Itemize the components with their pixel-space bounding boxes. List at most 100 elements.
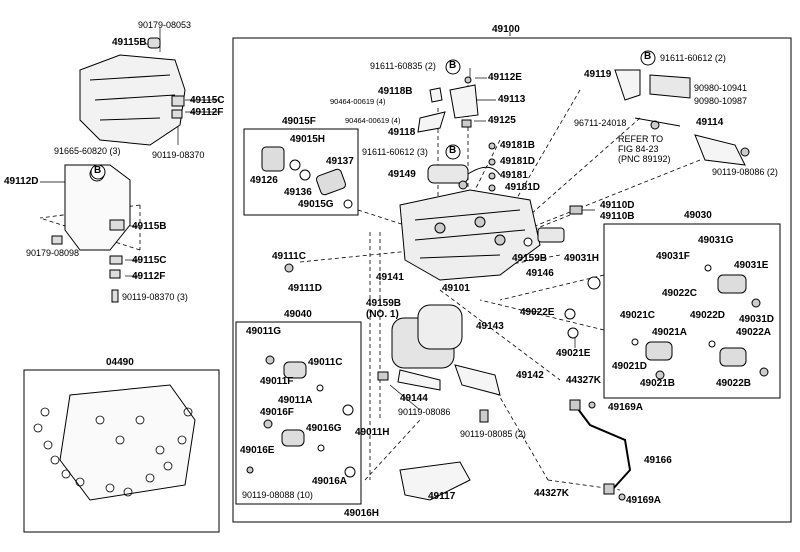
label-49015H: 49015H (290, 134, 326, 145)
label-49115C-top: 49115C (190, 95, 225, 106)
label-49011A: 49011A (278, 395, 313, 406)
label-49031H: 49031H (564, 253, 600, 264)
label-49016A: 49016A (312, 476, 348, 487)
label-49126: 49126 (250, 175, 278, 186)
housing-upper (79, 54, 186, 146)
label-49181: 49181 (500, 170, 528, 181)
label-49159B: 49159B (512, 253, 548, 264)
label-49112E: 49112E (488, 72, 522, 83)
label-49011H: 49011H (355, 427, 390, 438)
label-49119: 49119 (584, 69, 612, 80)
label-49022E: 49022E (520, 307, 555, 318)
callout-b-4: B (644, 51, 652, 62)
label-49022A: 49022A (736, 327, 772, 338)
label-49031G: 49031G (698, 235, 734, 246)
label-49110B: 49110B (600, 211, 635, 222)
label-49181B: 49181B (500, 140, 536, 151)
label-49031D: 49031D (739, 314, 775, 325)
label-90119-08088-10: 90119-08088 (10) (242, 490, 313, 500)
callout-b-3: B (449, 145, 457, 156)
label-49113: 49113 (498, 94, 526, 105)
label-49136: 49136 (284, 187, 312, 198)
label-49166: 49166 (644, 455, 672, 466)
label-49021A: 49021A (652, 327, 688, 338)
label-49159B-no1: 49159B (366, 298, 402, 309)
label-49021D: 49021D (612, 361, 648, 372)
label-49144: 49144 (400, 393, 428, 404)
label-49022B: 49022B (716, 378, 752, 389)
label-49031F: 49031F (656, 251, 690, 262)
label-49141: 49141 (376, 272, 404, 283)
label-49021E: 49021E (556, 348, 591, 359)
label-49011G: 49011G (246, 326, 282, 337)
label-49111D: 49111D (288, 283, 322, 294)
label-90980-10987: 90980-10987 (694, 96, 748, 106)
main-assembly-frame (232, 37, 792, 523)
label-no1: (NO. 1) (366, 309, 399, 320)
label-91611-60835: 91611-60835 (2) (370, 61, 436, 71)
refer-line1: REFER TO (618, 134, 664, 144)
label-90119-08370: 90119-08370 (152, 150, 205, 160)
label-49117: 49117 (428, 491, 456, 502)
label-49100: 49100 (492, 24, 520, 35)
label-90119-08370-3: 90119-08370 (3) (122, 292, 188, 302)
label-49021B: 49021B (640, 378, 676, 389)
box-04490 (23, 369, 220, 533)
label-49111C: 49111C (272, 251, 306, 262)
label-49022D: 49022D (690, 310, 726, 321)
label-04490: 04490 (106, 357, 134, 368)
label-49011F: 49011F (260, 376, 294, 387)
label-49015G: 49015G (298, 199, 334, 210)
label-49143: 49143 (476, 321, 504, 332)
label-90179-08053: 90179-08053 (138, 20, 192, 30)
label-49169A-top: 49169A (608, 402, 644, 413)
label-91611-60612-3: 91611-60612 (3) (362, 147, 428, 157)
label-49022C: 49022C (662, 288, 698, 299)
refer-line2: FIG 84-23 (618, 144, 659, 154)
label-49125: 49125 (488, 115, 516, 126)
label-44327K-top: 44327K (566, 375, 602, 386)
callout-b-1: B (94, 165, 102, 176)
label-49142: 49142 (516, 370, 544, 381)
label-49181D: 49181D (500, 156, 536, 167)
label-49146: 49146 (526, 268, 554, 279)
label-49181D-2: 49181D (505, 182, 541, 193)
label-49016F: 49016F (260, 407, 294, 418)
label-49137: 49137 (326, 156, 354, 167)
label-49115C-mid: 49115C (132, 255, 167, 266)
label-90464-top: 90464-00619 (4) (330, 97, 386, 106)
box-49015F (243, 128, 359, 216)
label-90119-08086-2: 90119-08086 (2) (712, 167, 778, 177)
label-91665-60820: 91665-60820 (3) (54, 146, 121, 156)
box-49040 (235, 321, 362, 505)
label-49030: 49030 (684, 210, 712, 221)
label-49112F-top: 49112F (190, 107, 224, 118)
label-49115B-mid: 49115B (132, 221, 167, 232)
label-49149: 49149 (388, 169, 416, 180)
label-49016E: 49016E (240, 445, 275, 456)
label-44327K-bot: 44327K (534, 488, 570, 499)
label-49169A-bot: 49169A (626, 495, 662, 506)
label-49021C: 49021C (620, 310, 656, 321)
label-49110D: 49110D (600, 200, 635, 211)
label-49112D: 49112D (4, 176, 39, 187)
label-90980-10941: 90980-10941 (694, 83, 748, 93)
label-90464-mid: 90464-00619 (4) (345, 116, 401, 125)
label-91611-60612-2: 91611-60612 (2) (660, 53, 726, 63)
label-96711-24018: 96711-24018 (574, 118, 627, 128)
label-49011C: 49011C (308, 357, 343, 368)
label-49112F-mid: 49112F (132, 271, 166, 282)
refer-line3: (PNC 89192) (618, 154, 671, 164)
callout-b-2: B (449, 60, 457, 71)
box-49030 (603, 223, 781, 399)
label-49016H: 49016H (344, 508, 380, 519)
label-49115B-top: 49115B (112, 37, 147, 48)
label-49040: 49040 (284, 309, 312, 320)
label-49031E: 49031E (734, 260, 769, 271)
label-90119-08085-2: 90119-08085 (2) (460, 429, 526, 439)
label-49114: 49114 (696, 117, 724, 128)
label-90119-08086: 90119-08086 (398, 407, 451, 417)
label-90179-08098: 90179-08098 (26, 248, 80, 258)
